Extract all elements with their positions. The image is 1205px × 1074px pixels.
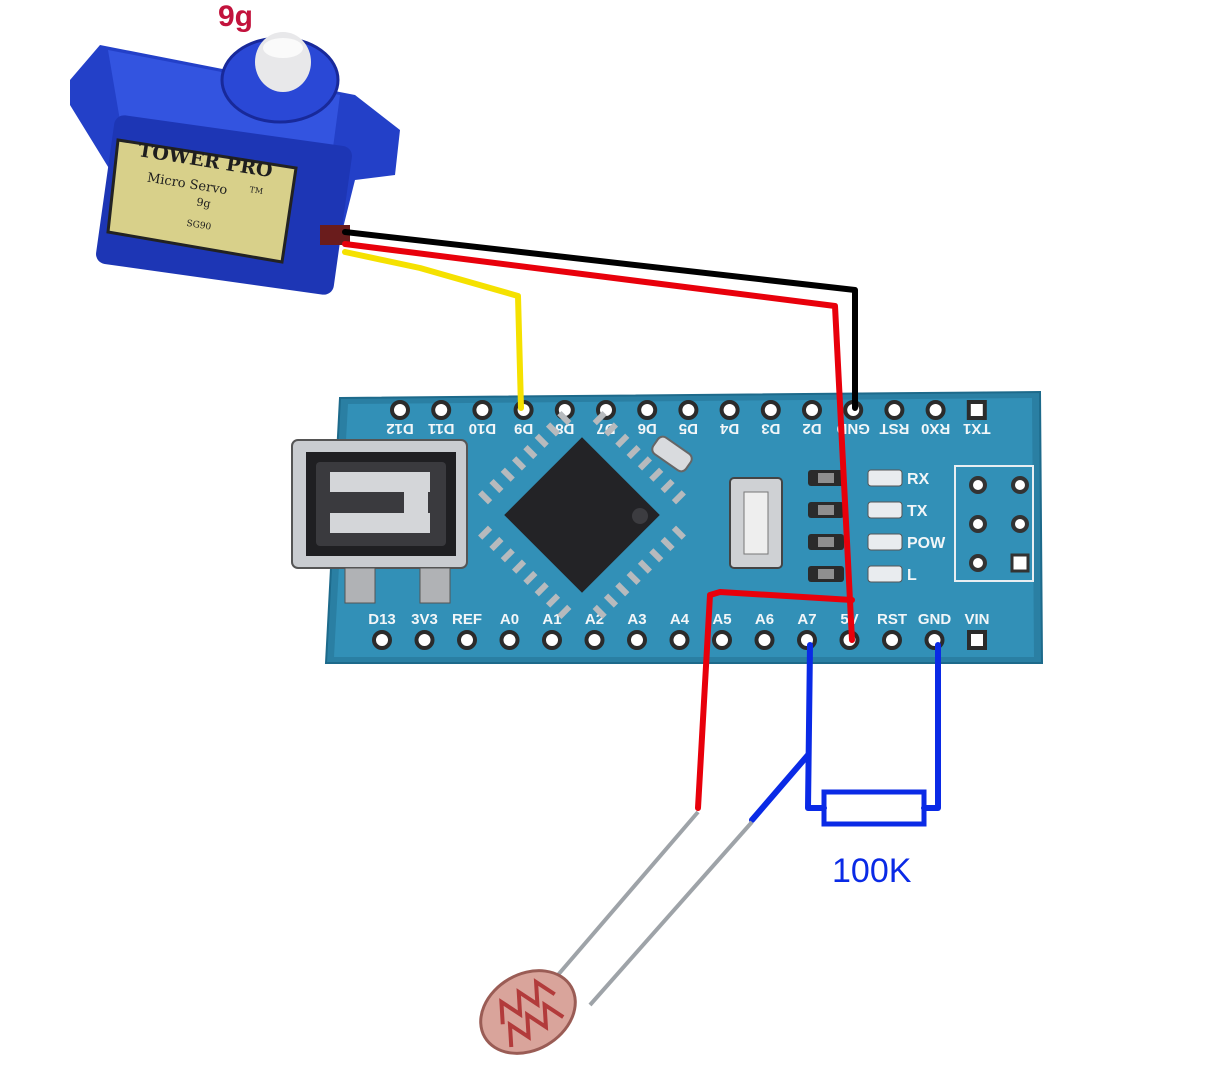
pin-label-a7: A7 (797, 611, 816, 628)
pin-d13-bottom (372, 630, 392, 650)
servo-size: 9g (196, 195, 212, 210)
resistor (821, 789, 927, 827)
crystal (651, 435, 693, 473)
pin-label-d13: D13 (368, 611, 396, 628)
pin-vin-bottom (967, 630, 987, 650)
status-leds: RX TX POW L (808, 469, 946, 584)
pin-label-a0: A0 (500, 611, 519, 628)
pin-label-tx1: TX1 (963, 420, 991, 437)
bottom-pin-header (372, 630, 987, 650)
pin-a5-bottom (712, 630, 732, 650)
resistor-label: 100K (832, 852, 912, 890)
top-pin-header (390, 400, 987, 420)
pin-label-d10: D10 (469, 420, 497, 437)
pin-label-d6: D6 (638, 420, 657, 437)
pin-rst-top (884, 400, 905, 420)
gnd-sensor-wire (921, 642, 941, 811)
pin-label-d8: D8 (555, 420, 574, 437)
pin-a6-bottom (754, 630, 775, 650)
pin-label-d12: D12 (386, 420, 414, 437)
pin-label-d9: D9 (514, 420, 533, 437)
pin-label-gnd: GND (918, 611, 952, 628)
pin-tx1-top (966, 400, 987, 420)
reset-button (729, 477, 783, 569)
wires (342, 229, 941, 823)
pin-d4-top (719, 400, 740, 420)
pin-label-vin: VIN (964, 611, 989, 628)
pin-rx0-top (925, 400, 946, 420)
icsp-header (954, 465, 1034, 582)
led-label-pow: POW (907, 535, 946, 552)
pin-d11-top (431, 400, 452, 420)
pin-label-rst: RST (877, 611, 907, 628)
pin-a4-bottom (669, 630, 690, 650)
usb-connector (291, 439, 468, 604)
servo-motor: TOWER PRO TM Micro Servo 9g SG90 (70, 32, 400, 295)
pin-d12-top (390, 400, 410, 420)
ldr-sense-wire (749, 752, 811, 823)
led-label-l: L (907, 567, 917, 584)
microcontroller-chip (478, 411, 686, 619)
pin-d3-top (760, 400, 781, 420)
pin-a3-bottom (627, 630, 647, 650)
pin-d2-top (802, 400, 822, 420)
pin-3v3-bottom (414, 630, 435, 650)
pin-label-a4: A4 (670, 611, 690, 628)
servo-signal-wire (342, 249, 524, 411)
pin-label-3v3: 3V3 (411, 611, 438, 628)
pin-ref-bottom (457, 630, 477, 650)
pin-a0-bottom (499, 630, 520, 650)
servo-power-wire (342, 241, 855, 643)
pin-label-d5: D5 (679, 420, 698, 437)
led-label-rx: RX (907, 471, 930, 488)
pin-a2-bottom (584, 630, 605, 650)
pin-rst-bottom (882, 630, 902, 650)
servo-brand-mark: TM (249, 185, 264, 196)
pin-label-a5: A5 (712, 611, 731, 628)
pin-d6-top (637, 400, 658, 420)
led-l (867, 565, 903, 583)
pin-label-ref: REF (452, 611, 482, 628)
pin-label-d2: D2 (802, 420, 821, 437)
pin-label-a3: A3 (627, 611, 646, 628)
pin-label-rx0: RX0 (921, 420, 950, 437)
servo-label: 9g (218, 0, 253, 33)
pin-label-d4: D4 (719, 420, 739, 437)
pin-label-d11: D11 (428, 420, 455, 437)
led-pow (867, 533, 903, 551)
pin-label-rst: RST (879, 420, 909, 437)
pin-a1-bottom (542, 630, 562, 650)
pin-d5-top (678, 400, 699, 420)
led-tx (867, 501, 903, 519)
pin-label-gnd: GND (836, 420, 870, 437)
servo-ground-wire (342, 229, 858, 411)
led-label-tx: TX (907, 503, 928, 520)
servo-code: SG90 (186, 219, 212, 233)
pin-d10-top (472, 400, 493, 420)
pin-label-d3: D3 (761, 420, 780, 437)
led-rx (867, 469, 903, 487)
pin-label-a6: A6 (755, 611, 774, 628)
ldr-power-wire (695, 589, 855, 811)
a7-sensor-wire (805, 642, 827, 811)
photoresistor (479, 810, 754, 1055)
pin-label-a1: A1 (542, 611, 561, 628)
